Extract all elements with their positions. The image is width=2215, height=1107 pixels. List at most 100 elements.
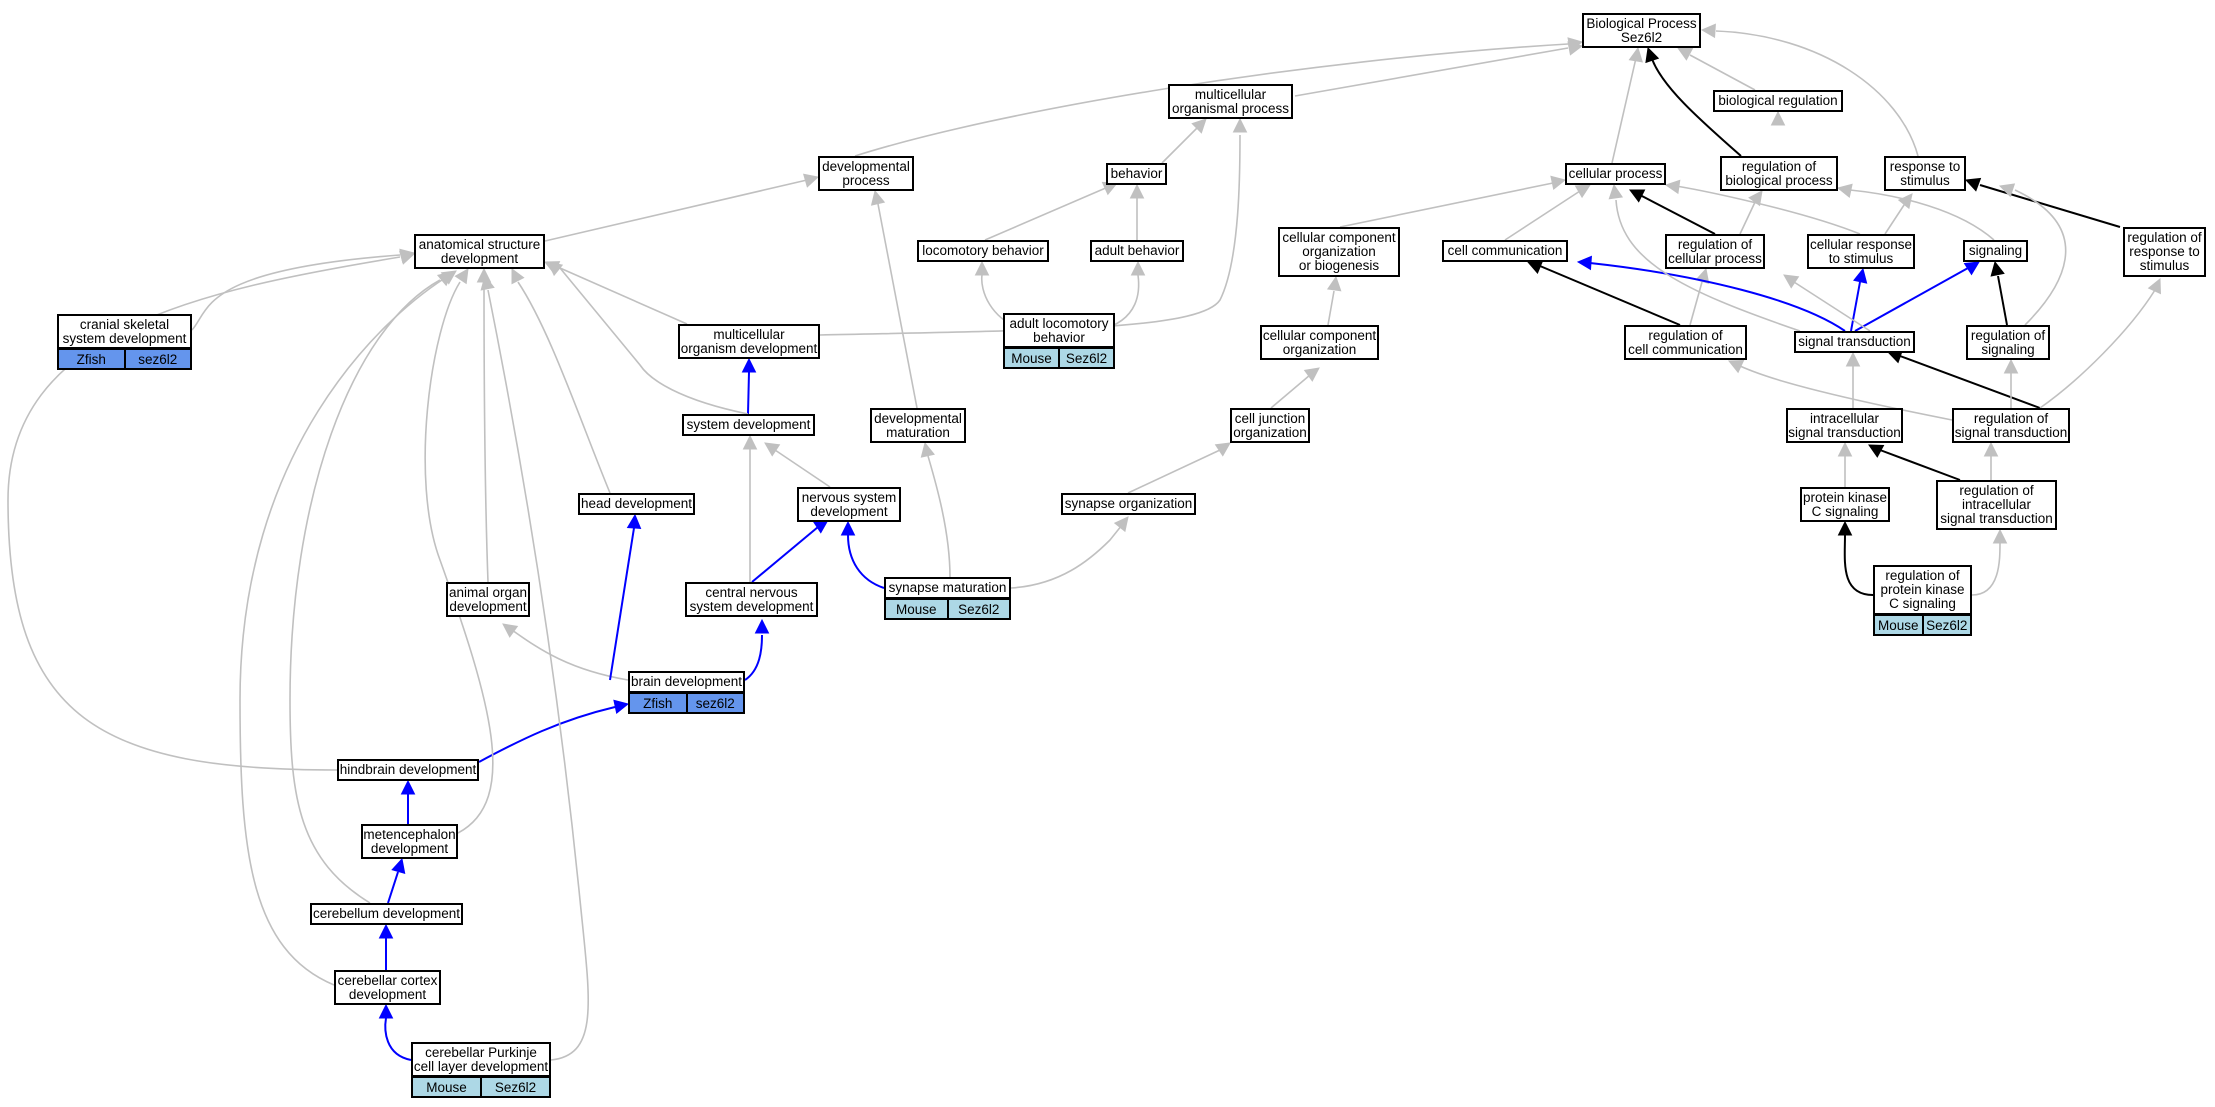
node-system-development[interactable]: system development [682,414,815,436]
edge-line [7,256,401,771]
annotation-cranial-skeletal: Zfish sez6l2 [57,348,192,370]
edge-line [2039,289,2156,409]
node-locomotory-behavior[interactable]: locomotory behavior [917,240,1049,262]
node-regulation-of-biological-process[interactable]: regulation of biological process [1720,156,1838,191]
edge-line [1010,524,1123,589]
edge-line [191,254,401,331]
node-multicellular-organism-development[interactable]: multicellular organism development [678,324,820,359]
species-label: Mouse [426,1079,467,1095]
edge-line [2014,189,2067,326]
edge-line [854,43,1569,157]
edge-arrowhead [391,857,406,874]
edge-line [1843,534,1874,596]
node-hindbrain-development[interactable]: hindbrain development [337,759,479,781]
node-metencephalon-development[interactable]: metencephalon development [361,824,458,859]
node-developmental-process[interactable]: developmental process [818,156,914,191]
edge-line [483,281,489,583]
node-regulation-of-signal-transduction[interactable]: regulation of signal transduction [1952,408,2070,443]
edge-arrowhead [1576,255,1592,271]
edge-arrowhead [1983,441,1999,457]
node-signal-transduction[interactable]: signal transduction [1794,331,1915,353]
edge-arrowhead [1845,351,1861,367]
node-head-development[interactable]: head development [578,493,695,515]
node-animal-organ-development[interactable]: animal organ development [446,582,530,617]
node-behavior[interactable]: behavior [1106,163,1167,185]
node-developmental-maturation[interactable]: developmental maturation [870,408,966,443]
node-central-nervous-system-development[interactable]: central nervous system development [685,582,818,617]
edge-line [1327,290,1335,326]
edge-line [1689,281,1703,326]
edge-arrowhead [502,623,519,638]
edge-arrowhead [1645,46,1660,64]
node-biological-regulation[interactable]: biological regulation [1713,90,1843,112]
node-cerebellar-cortex-development[interactable]: cerebellar cortex development [334,970,441,1005]
edge-arrowhead [400,779,416,795]
node-brain-development[interactable]: brain development [628,671,745,693]
edge-arrowhead [741,357,757,373]
annotation-purkinje: Mouse Sez6l2 [411,1076,551,1098]
edge-arrowhead [754,618,770,634]
species-label: Mouse [1011,350,1052,366]
species-label: Zfish [76,351,106,367]
node-signaling[interactable]: signaling [1963,240,2028,262]
node-cell-communication[interactable]: cell communication [1442,240,1568,262]
edge-arrowhead [1748,190,1763,207]
edge-arrowhead [1897,193,1913,210]
node-regulation-of-response-to-stimulus[interactable]: regulation of response to stimulus [2123,227,2206,277]
node-adult-behavior[interactable]: adult behavior [1090,240,1184,262]
node-regulation-of-cell-communication[interactable]: regulation of cell communication [1624,325,1747,360]
node-cellular-process[interactable]: cellular process [1565,163,1666,185]
node-protein-kinase-c-signaling[interactable]: protein kinase C signaling [1800,487,1890,522]
edge-line [384,1017,412,1061]
node-synapse-maturation[interactable]: synapse maturation [884,577,1011,599]
node-adult-locomotory-behavior[interactable]: adult locomotory behavior [1003,313,1115,348]
edge-arrowhead [1836,183,1853,198]
node-cranial-skeletal-system-development[interactable]: cranial skeletal system development [57,314,192,349]
node-cellular-component-organization[interactable]: cellular component organization [1260,325,1379,360]
edge-arrowhead [1567,37,1584,52]
node-biological-process[interactable]: Biological Process Sez6l2 [1582,13,1701,48]
node-regulation-of-protein-kinase-c-signaling[interactable]: regulation of protein kinase C signaling [1873,565,1972,615]
edge-line [1979,184,2121,228]
edge-line [1539,265,1681,326]
edge-line [1161,126,1199,164]
edge-arrowhead [974,260,990,276]
edge-line [877,203,918,409]
edge-arrowhead [1992,528,2008,544]
edge-arrowhead [1964,177,1982,192]
edge-arrowhead [1129,183,1145,199]
annotation-adult-locomotory-behavior: Mouse Sez6l2 [1003,347,1115,369]
node-cellular-component-organization-or-biogenesis[interactable]: cellular component organization or bioge… [1278,227,1400,277]
edge-line [1971,542,2001,596]
edge-arrowhead [2003,358,2019,374]
edge-arrowhead [920,441,935,458]
node-multicellular-organismal-process[interactable]: multicellular organismal process [1168,84,1293,119]
edge-line [1294,47,1569,97]
node-regulation-of-intracellular-signal-transduction[interactable]: regulation of intracellular signal trans… [1936,480,2057,530]
edge-line [1675,185,1861,235]
gene-label: sez6l2 [123,350,191,368]
annotation-synapse-maturation: Mouse Sez6l2 [884,598,1011,620]
node-intracellular-signal-transduction[interactable]: intracellular signal transduction [1786,408,1903,443]
node-regulation-of-signaling[interactable]: regulation of signaling [1966,325,2050,360]
node-cellular-response-to-stimulus[interactable]: cellular response to stimulus [1807,234,1915,269]
edge-line [1715,30,1919,157]
node-synapse-organization[interactable]: synapse organization [1061,493,1196,515]
edge-line [819,134,1241,336]
edge-line [1899,355,2041,409]
node-anatomical-structure-development[interactable]: anatomical structure development [414,234,545,269]
edge-line [984,186,1109,241]
node-response-to-stimulus[interactable]: response to stimulus [1884,156,1966,191]
edge-line [478,706,616,763]
edge-arrowhead [1628,189,1646,203]
edge-arrowhead [1853,267,1868,284]
node-cell-junction-organization[interactable]: cell junction organization [1230,408,1310,443]
node-cerebellum-development[interactable]: cerebellum development [310,903,463,925]
edge-arrowhead [1963,261,1980,276]
node-regulation-of-cellular-process[interactable]: regulation of cellular process [1665,234,1765,269]
edge-line [289,279,441,904]
node-nervous-system-development[interactable]: nervous system development [797,487,901,522]
node-cerebellar-purkinje-cell-layer-development[interactable]: cerebellar Purkinje cell layer developme… [411,1042,551,1077]
